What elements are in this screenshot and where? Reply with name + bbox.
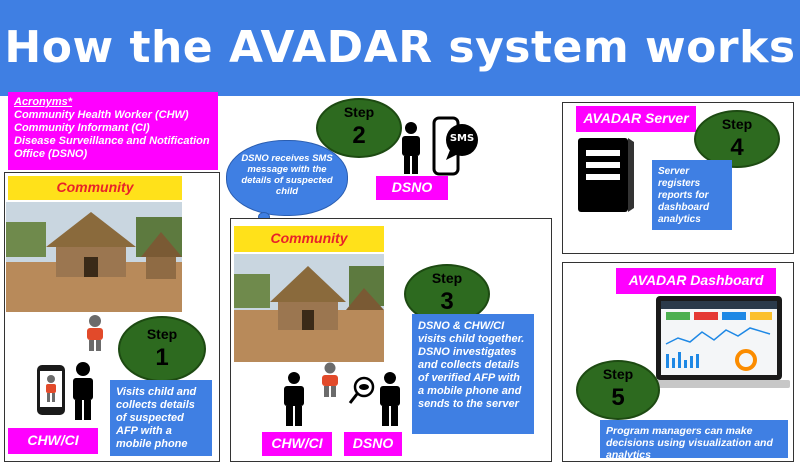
acronym-line: Disease Surveillance and Notification xyxy=(14,135,210,147)
child-icon xyxy=(82,314,108,352)
acronyms-box: Acronyms* Community Health Worker (CHW) … xyxy=(8,92,218,170)
step-4-description: Server registers reports for dashboard a… xyxy=(652,160,732,230)
village-photo-mid-art xyxy=(234,254,384,362)
step-3-description: DSNO & CHW/CI visits child together. DSN… xyxy=(412,314,534,434)
dsno-person-icon-mid xyxy=(378,372,402,426)
sms-phone-icon: SMS xyxy=(432,116,480,176)
acronym-line: Community Informant (CI) xyxy=(14,122,150,134)
dsno-label-mid: DSNO xyxy=(344,432,402,456)
server-label: AVADAR Server xyxy=(576,106,696,132)
step-2-badge: Step 2 xyxy=(316,98,402,158)
step-1-description: Visits child and collects details of sus… xyxy=(110,380,212,456)
chw-person-icon-mid xyxy=(282,372,306,426)
step-4-badge: Step 4 xyxy=(694,110,780,168)
community-label-mid: Community xyxy=(234,226,384,252)
laptop-dashboard-icon xyxy=(648,294,790,392)
dsno-person-icon xyxy=(400,122,422,174)
village-photo-art xyxy=(6,202,182,312)
sms-text: SMS xyxy=(449,133,475,144)
acronym-line: Community Health Worker (CHW) xyxy=(14,109,189,121)
page-title: How the AVADAR system works xyxy=(4,22,796,73)
village-photo-mid xyxy=(234,254,384,362)
step-5-badge: Step 5 xyxy=(576,360,660,420)
chw-ci-label-left: CHW/CI xyxy=(8,428,98,454)
community-label-left: Community xyxy=(8,176,182,200)
village-photo xyxy=(6,202,182,312)
step-1-badge: Step 1 xyxy=(118,316,206,382)
dsno-label-top: DSNO xyxy=(376,176,448,200)
title-banner: How the AVADAR system works xyxy=(0,0,800,96)
chw-ci-label-mid: CHW/CI xyxy=(262,432,332,456)
mobile-phone-icon xyxy=(36,364,66,416)
server-tower-icon xyxy=(576,136,636,214)
chw-person-icon xyxy=(70,362,96,420)
magnifier-eye-icon xyxy=(348,376,376,406)
acronym-line: Office (DSNO) xyxy=(14,148,88,160)
step-5-description: Program managers can make decisions usin… xyxy=(600,420,788,461)
sms-thought-cloud: DSNO receives SMS message with the detai… xyxy=(226,140,348,216)
acronyms-heading: Acronyms* xyxy=(14,96,73,108)
child-icon-mid xyxy=(318,362,342,398)
dashboard-label: AVADAR Dashboard xyxy=(616,268,776,294)
